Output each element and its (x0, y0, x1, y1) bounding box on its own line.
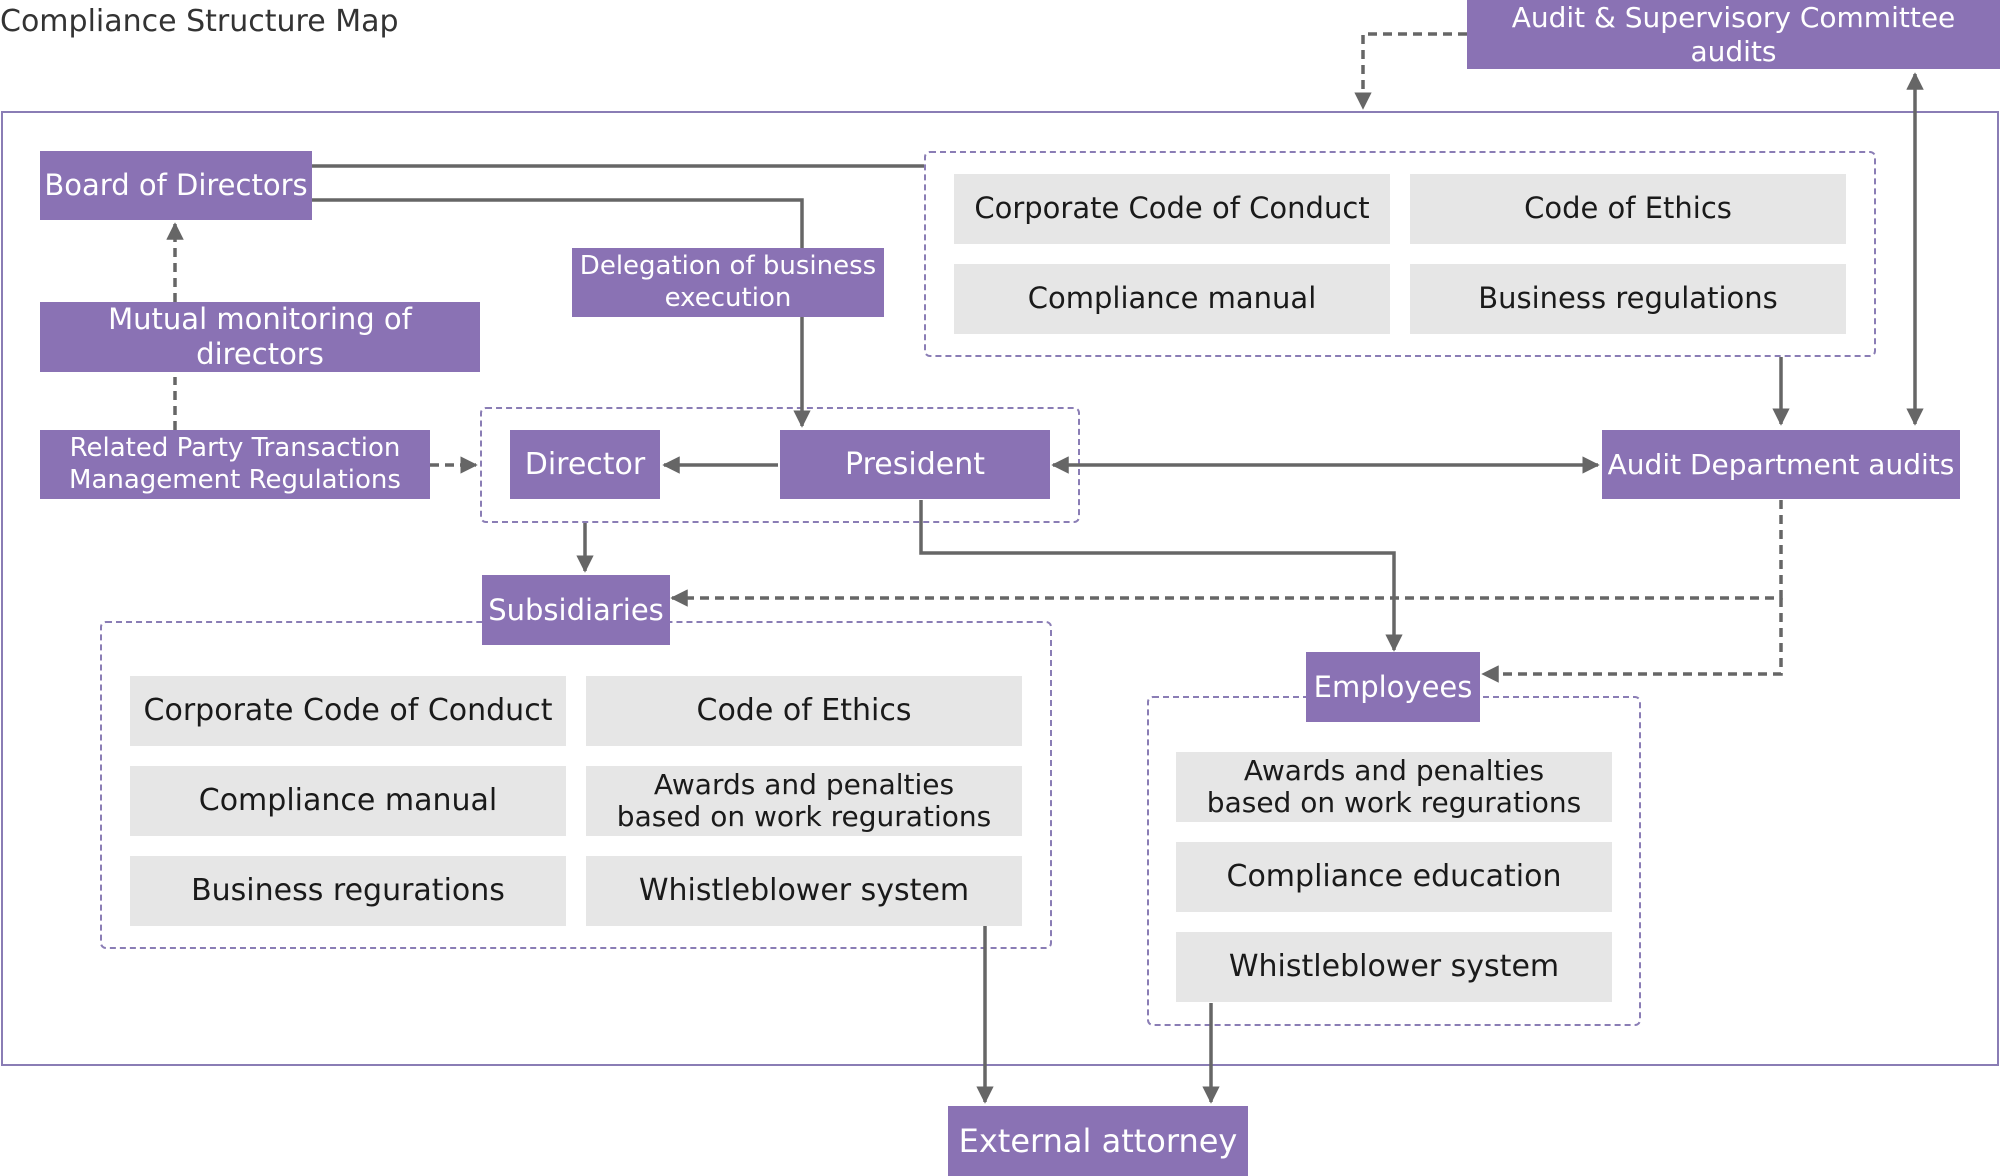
connector-audit-department-to-employees (1481, 598, 1783, 683)
company-boundary (1, 111, 1999, 1066)
subsidiary-rule-item: Code of Ethics (586, 676, 1022, 746)
employee-rule-item: Awards and penalties based on work regur… (1176, 752, 1612, 822)
board-rule-item: Code of Ethics (1410, 174, 1846, 244)
subsidiary-rule-item: Awards and penalties based on work regur… (586, 766, 1022, 836)
employee-rule-item: Whistleblower system (1176, 932, 1612, 1002)
audit-department-node: Audit Department audits (1602, 430, 1960, 499)
connector-audit-department-to-subsidiaries (670, 500, 1783, 607)
director-node: Director (510, 430, 660, 499)
subsidiary-rule-item: Whistleblower system (586, 856, 1022, 926)
employees-node: Employees (1306, 652, 1480, 722)
external-attorney-node: External attorney (948, 1106, 1248, 1176)
board-rule-item: Business regulations (1410, 264, 1846, 334)
employee-rule-item: Compliance education (1176, 842, 1612, 912)
subsidiary-rule-item: Corporate Code of Conduct (130, 676, 566, 746)
mutual-monitoring-node: Mutual monitoring of directors (40, 302, 480, 372)
connector-president-to-employees (919, 500, 1403, 652)
connector-audit-committee-to-company (1354, 32, 1467, 110)
board-rule-item: Compliance manual (954, 264, 1390, 334)
subsidiary-rule-item: Business regurations (130, 856, 566, 926)
audit-committee-node: Audit & Supervisory Committee audits (1467, 0, 2000, 69)
page-title: Compliance Structure Map (0, 4, 399, 39)
board-of-directors-node: Board of Directors (40, 151, 312, 220)
president-node: President (780, 430, 1050, 499)
related-party-regulations-node: Related Party Transaction Management Reg… (40, 430, 430, 499)
board-rules-group (924, 151, 1876, 357)
subsidiary-rule-item: Compliance manual (130, 766, 566, 836)
board-rule-item: Corporate Code of Conduct (954, 174, 1390, 244)
delegation-node: Delegation of business execution (572, 248, 884, 317)
connector-board-to-president (312, 198, 811, 428)
subsidiaries-node: Subsidiaries (482, 575, 670, 645)
